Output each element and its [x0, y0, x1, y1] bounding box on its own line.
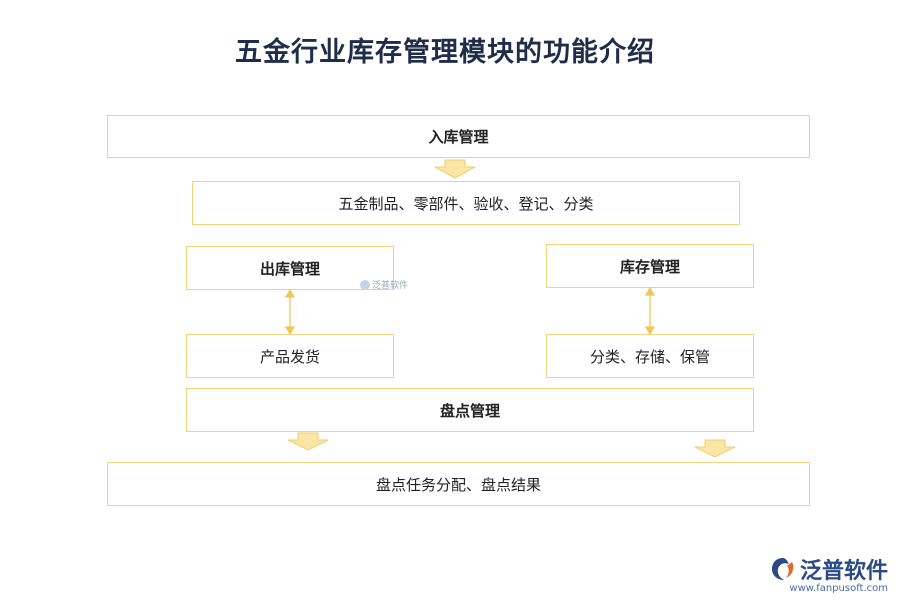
inbound-detail-box: 五金制品、零部件、验收、登记、分类 [192, 181, 740, 225]
inventory-box: 库存管理 [546, 244, 754, 288]
inventory-detail-box: 分类、存储、保管 [546, 334, 754, 378]
bidirectional-connector [284, 288, 296, 336]
down-arrow-icon [287, 432, 329, 451]
down-arrow-icon [694, 439, 736, 458]
page-title: 五金行业库存管理模块的功能介绍 [235, 37, 655, 68]
brand-logo: 泛普软件 www.fanpusoft.com [758, 553, 888, 594]
outbound-box: 出库管理 [186, 246, 394, 290]
watermark-logo-icon [360, 279, 370, 290]
brand-url: www.fanpusoft.com [789, 583, 888, 594]
down-arrow-icon [434, 159, 476, 179]
stocktake-box: 盘点管理 [186, 388, 754, 432]
watermark-text: 泛普软件 [372, 281, 409, 291]
inbound-box: 入库管理 [107, 115, 810, 158]
stocktake-detail-box: 盘点任务分配、盘点结果 [107, 462, 810, 506]
brand-swirl-icon [771, 558, 794, 580]
watermark: 泛普软件 [360, 278, 408, 291]
brand-name: 泛普软件 [799, 559, 888, 584]
bidirectional-connector [644, 286, 656, 336]
